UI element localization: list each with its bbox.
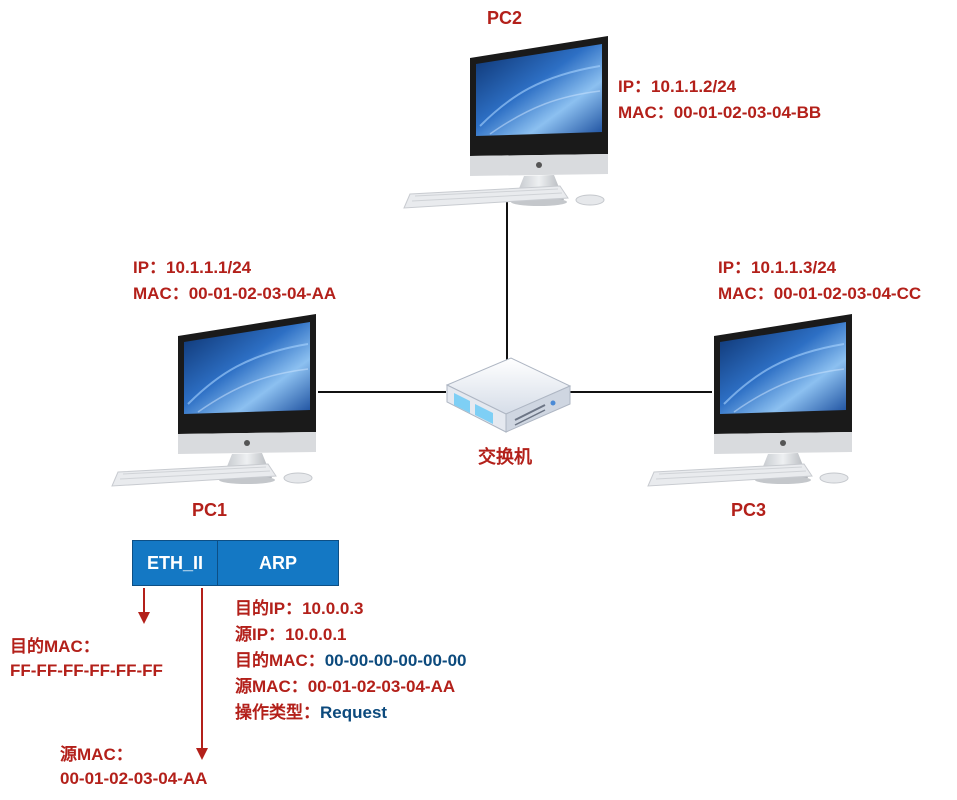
eth-src-arrow — [196, 588, 208, 760]
arp-field: 源IP：10.0.0.1 — [235, 625, 347, 644]
eth-dst-label: 目的MAC： — [10, 637, 100, 656]
arp-field: 源MAC：00-01-02-03-04-AA — [235, 677, 456, 696]
pc2-computer-icon — [403, 35, 609, 209]
switch-label: 交换机 — [478, 447, 532, 467]
arp-field: 目的IP：10.0.0.3 — [235, 599, 364, 618]
pc3-name: PC3 — [731, 500, 767, 520]
arp-field-list: 目的IP：10.0.0.3 源IP：10.0.0.1 目的MAC：00-00-0… — [235, 596, 466, 726]
pc1-mac: MAC：00-01-02-03-04-AA — [133, 284, 337, 303]
pc1-ip: IP：10.1.1.1/24 — [133, 258, 252, 277]
pc2-mac: MAC：00-01-02-03-04-BB — [618, 103, 822, 122]
arp-label: ARP — [258, 552, 297, 573]
pc1-computer-icon — [111, 313, 317, 487]
arp-field: 目的MAC：00-00-00-00-00-00 — [235, 651, 467, 670]
arp-field: 操作类型：Request — [235, 703, 388, 722]
eth-src-label: 源MAC： — [60, 745, 133, 764]
eth-label: ETH_II — [146, 552, 203, 573]
pc3-ip: IP：10.1.1.3/24 — [718, 258, 837, 277]
eth-src-value: 00-01-02-03-04-AA — [60, 769, 208, 788]
packet-eth-segment: ETH_II — [132, 540, 218, 586]
pc3-mac: MAC：00-01-02-03-04-CC — [718, 284, 922, 303]
eth-dst-arrow — [138, 588, 150, 624]
pc1-name: PC1 — [192, 500, 228, 520]
pc2-name: PC2 — [487, 8, 523, 28]
pc2-ip: IP：10.1.1.2/24 — [618, 77, 737, 96]
packet-arp-segment: ARP — [217, 540, 339, 586]
pc3-computer-icon — [647, 313, 853, 487]
eth-dst-value: FF-FF-FF-FF-FF-FF — [10, 661, 163, 680]
switch-icon — [445, 357, 572, 433]
